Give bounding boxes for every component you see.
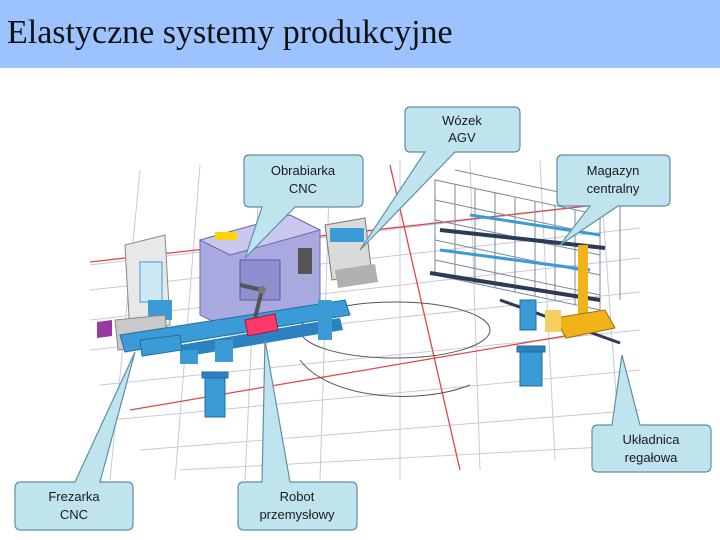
callout-cnc-line2: CNC xyxy=(289,181,317,196)
title-bar: Elastyczne systemy produkcyjne xyxy=(0,0,720,68)
callout-robot: Robot przemysłowy xyxy=(237,339,358,531)
callout-stacker-line2: regałowa xyxy=(625,450,679,465)
callout-warehouse-line2: centralny xyxy=(587,181,640,196)
callout-milling-line2: CNC xyxy=(60,507,88,522)
callout-cnc-line1: Obrabiarka xyxy=(271,163,336,178)
callout-milling: Frezarka CNC xyxy=(14,351,136,531)
callout-robot-line2: przemysłowy xyxy=(259,507,335,522)
callout-warehouse-line1: Magazyn xyxy=(587,163,640,178)
callout-agv: Wózek AGV xyxy=(359,106,521,251)
slide-title: Elastyczne systemy produkcyjne xyxy=(7,14,453,51)
callout-agv-line1: Wózek xyxy=(442,113,482,128)
callout-robot-line1: Robot xyxy=(280,489,315,504)
callout-stacker-line1: Układnica xyxy=(622,432,680,447)
callout-cnc-machine: Obrabiarka CNC xyxy=(243,154,364,259)
warehouse-racks xyxy=(434,169,621,311)
callout-agv-line2: AGV xyxy=(448,130,476,145)
stacker-crane xyxy=(545,245,616,339)
agv-cart xyxy=(324,217,378,288)
callout-warehouse: Magazyn centralny xyxy=(556,154,671,246)
pedestals xyxy=(139,299,546,418)
industrial-robot xyxy=(239,283,279,337)
callout-stacker: Układnica regałowa xyxy=(591,354,712,473)
callout-milling-line1: Frezarka xyxy=(48,489,100,504)
